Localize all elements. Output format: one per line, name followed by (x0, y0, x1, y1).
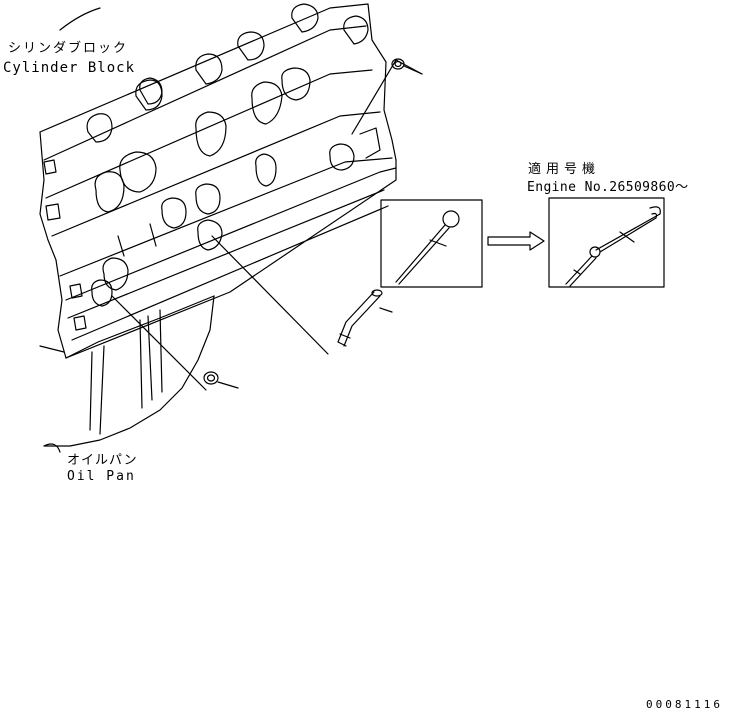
leader-line-guide-tube (211, 235, 329, 355)
applicable-label-jp: 適用号機 (528, 162, 601, 177)
guide-tube-icon (337, 289, 393, 347)
leader-line-upper-dipstick (351, 59, 423, 135)
o-ring-lower-icon (203, 371, 239, 389)
new-dipstick-box (548, 197, 665, 288)
engine-number-label: Engine No.26509860～ (527, 180, 689, 195)
o-ring-upper-icon (391, 58, 423, 75)
cylinder-block-drawing (39, 3, 397, 447)
oil-pan-label-jp: オイルパン (67, 453, 138, 468)
old-dipstick-box (380, 199, 483, 288)
leader-line-oil-pan (43, 443, 61, 453)
cylinder-block-label-jp: シリンダブロック (8, 41, 129, 56)
cylinder-block-label: Cylinder Block (3, 60, 136, 76)
leader-line-oil-pan-plug (111, 295, 207, 391)
leader-line-cylinder-block (59, 7, 101, 31)
drawing-id: 00081116 (646, 698, 723, 711)
oil-pan-label: Oil Pan (67, 469, 136, 484)
transition-arrow-icon (487, 231, 545, 251)
